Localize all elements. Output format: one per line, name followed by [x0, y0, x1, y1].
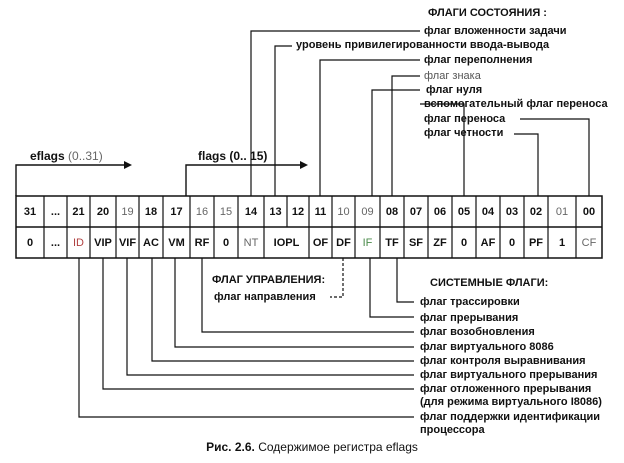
bit-number-18: 05	[457, 206, 471, 218]
flag-cell-1: ...	[50, 237, 61, 249]
leader-lines	[78, 30, 590, 418]
status-flag-iopl: уровень привилегированности ввода-вывода	[296, 39, 550, 51]
flag-cell-20: PF	[528, 237, 544, 249]
bit-number-4: 19	[121, 206, 134, 218]
bit-number-7: 16	[195, 206, 209, 218]
flag-cell-11: OF	[312, 237, 329, 249]
bit-number-19: 04	[481, 206, 495, 218]
flag-cell-10: IOPL	[273, 237, 300, 249]
flag-cell-2: ID	[73, 237, 84, 249]
flag-cell-13: IF	[362, 237, 373, 249]
system-flag-vip-note: (для режима виртуального I8086)	[420, 396, 602, 408]
bit-number-5: 18	[144, 206, 158, 218]
flag-cell-21: 1	[558, 237, 566, 249]
flag-cell-6: VM	[168, 237, 185, 249]
flag-cell-7: RF	[194, 237, 210, 249]
system-flag-if: флаг прерывания	[420, 312, 519, 324]
range-arrows	[15, 161, 308, 196]
bit-number-22: 01	[555, 206, 569, 218]
bit-number-16: 07	[409, 206, 423, 218]
status-flag-nt: флаг вложенности задачи	[424, 25, 567, 37]
system-flag-vip: флаг отложенного прерывания	[420, 383, 592, 395]
bit-number-12: 11	[314, 206, 327, 218]
bit-number-1: ...	[50, 206, 61, 218]
flag-cell-19: 0	[508, 237, 516, 249]
bit-number-14: 09	[361, 206, 374, 218]
register-dividers	[43, 196, 577, 258]
bit-number-15: 08	[385, 206, 399, 218]
bit-number-23: 00	[582, 206, 596, 218]
bit-number-13: 10	[337, 206, 350, 218]
flag-cell-16: ZF	[433, 237, 447, 249]
flag-cell-0: 0	[26, 237, 34, 249]
flag-cell-4: VIF	[118, 237, 137, 249]
status-flag-cf: флаг переноса	[424, 113, 506, 125]
system-flag-rf: флаг возобновления	[420, 326, 535, 338]
bit-number-3: 20	[96, 206, 110, 218]
flag-cell-22: CF	[581, 237, 597, 249]
status-flag-pf: флаг четности	[424, 127, 504, 139]
status-flag-sf: флаг знака	[424, 70, 481, 82]
flag-cell-17: 0	[460, 237, 468, 249]
bit-number-10: 13	[269, 206, 282, 218]
flag-cell-14: TF	[385, 237, 399, 249]
system-flags-title: СИСТЕМНЫЕ ФЛАГИ:	[430, 277, 549, 289]
status-flag-zf: флаг нуля	[426, 84, 483, 96]
system-flag-ac: флаг контроля выравнивания	[420, 355, 586, 367]
flag-cell-18: AF	[480, 237, 496, 249]
system-flag-tf: флаг трассировки	[420, 296, 520, 308]
figure-caption: Рис. 2.6. Содержимое регистра eflags	[206, 440, 418, 454]
bit-number-0: 31	[23, 206, 37, 218]
flags-range-label: flags (0.. 15)	[198, 149, 268, 163]
bit-number-8: 15	[219, 206, 233, 218]
bit-number-6: 17	[170, 206, 183, 218]
control-flag-df: флаг направления	[214, 291, 316, 303]
bit-number-2: 21	[72, 206, 85, 218]
system-flag-vif: флаг виртуального прерывания	[420, 369, 598, 381]
status-flag-af: вспомогательный флаг переноса	[424, 98, 608, 110]
eflags-range-label: eflags (0..31)	[30, 149, 103, 163]
status-flags-title: ФЛАГИ СОСТОЯНИЯ :	[428, 7, 547, 19]
flag-cell-12: DF	[336, 237, 351, 249]
status-flag-of: флаг переполнения	[424, 54, 533, 66]
system-flag-id: флаг поддержки идентификации	[420, 411, 601, 423]
control-flag-title: ФЛАГ УПРАВЛЕНИЯ:	[212, 274, 326, 286]
flag-cell-15: SF	[408, 237, 424, 249]
bit-number-21: 02	[529, 206, 543, 218]
bit-number-20: 03	[505, 206, 519, 218]
bit-number-9: 14	[244, 206, 258, 218]
system-flag-id-cont: процессора	[420, 424, 485, 436]
flag-cell-9: NT	[243, 237, 259, 249]
flag-cell-5: AC	[143, 237, 159, 249]
flag-cell-3: VIP	[94, 237, 112, 249]
bit-number-17: 06	[433, 206, 447, 218]
bit-number-11: 12	[291, 206, 305, 218]
system-flag-vm: флаг виртуального 8086	[420, 341, 554, 353]
flag-cell-8: 0	[222, 237, 230, 249]
